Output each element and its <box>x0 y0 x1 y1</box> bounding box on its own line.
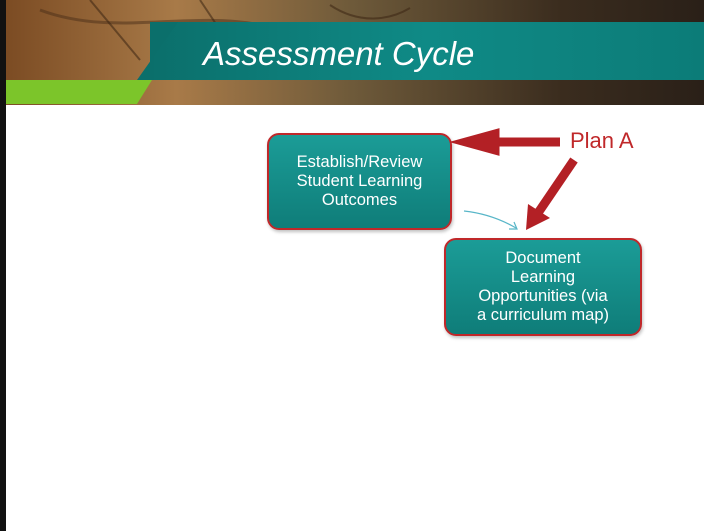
plan-a-label: Plan A <box>570 128 634 153</box>
title-banner <box>0 0 704 105</box>
node-document-opportunities: Document Learning Opportunities (via a c… <box>444 238 642 336</box>
node-label: Establish/Review Student Learning Outcom… <box>296 153 423 209</box>
green-accent-bar <box>0 80 152 104</box>
connector-establish-to-document <box>463 210 517 229</box>
slide-left-border <box>0 0 6 531</box>
title-bar <box>150 22 704 80</box>
arrow-plan-to-document-head <box>526 204 550 230</box>
banner-graphic <box>0 0 704 105</box>
node-establish-outcomes: Establish/Review Student Learning Outcom… <box>267 133 452 230</box>
node-label: Document Learning Opportunities (via a c… <box>476 249 610 324</box>
connector-arrowhead <box>509 221 518 230</box>
arrow-plan-to-document-shaft <box>534 157 578 216</box>
title-bar-wedge <box>137 22 178 80</box>
slide-title: Assessment Cycle <box>203 35 475 72</box>
arrow-plan-to-establish <box>449 128 560 156</box>
